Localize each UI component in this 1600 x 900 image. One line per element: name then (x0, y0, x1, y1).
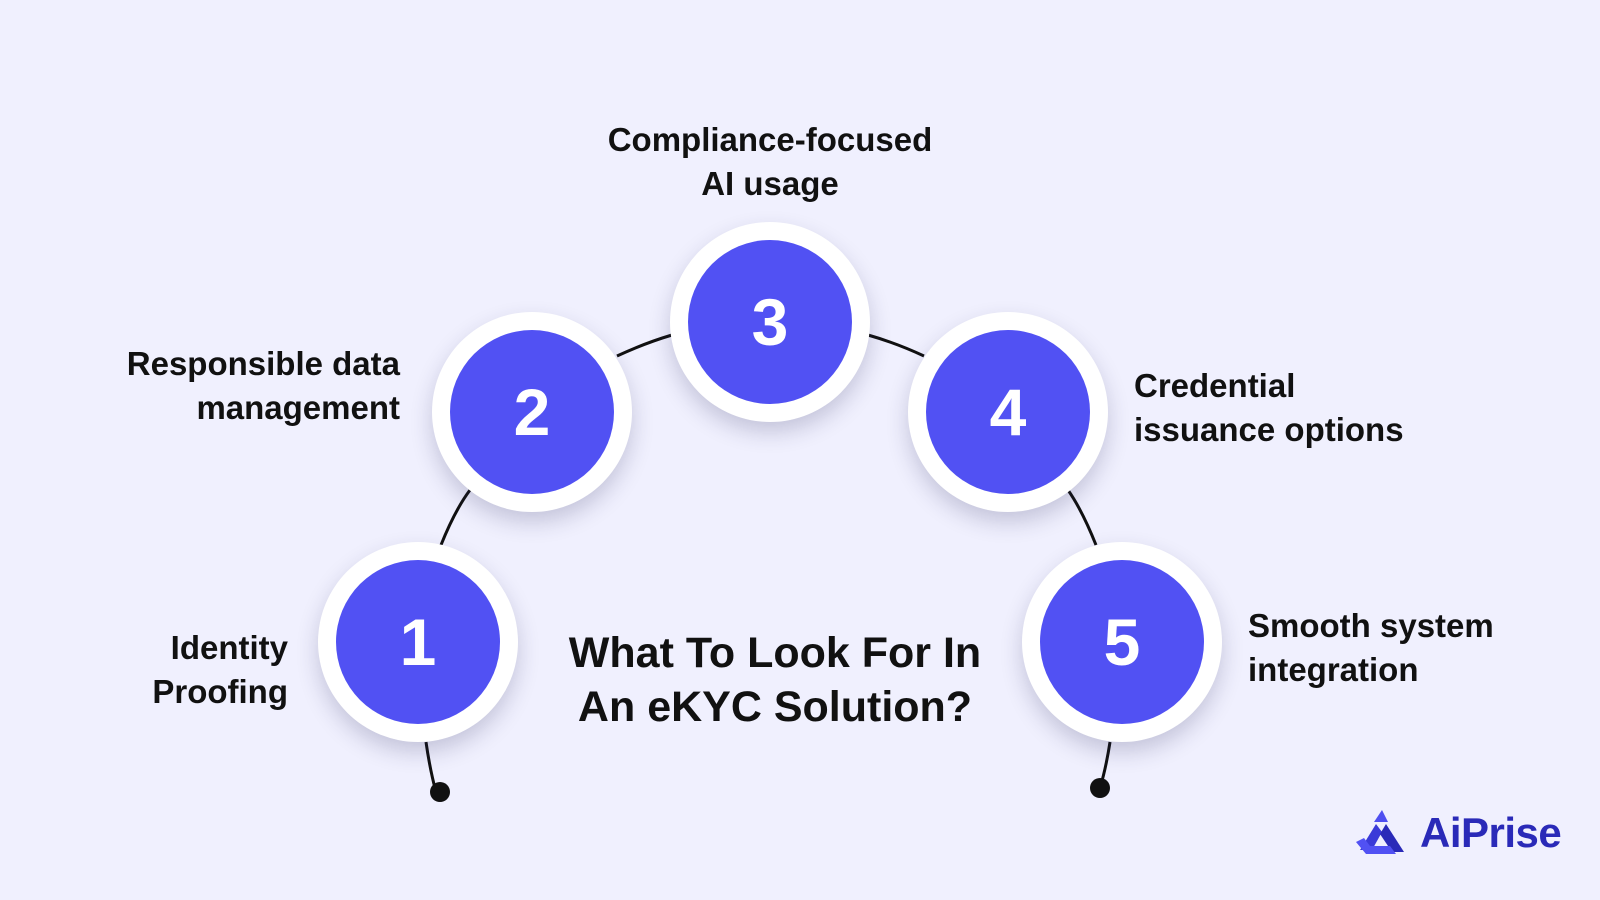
diagram-title: What To Look For In An eKYC Solution? (568, 629, 982, 731)
arc-segment-4-5 (1066, 489, 1098, 546)
step-3-number: 3 (688, 240, 852, 404)
step-5-number: 5 (1040, 560, 1204, 724)
brand-logo: AiPrise (1352, 806, 1562, 860)
arc-segment-1-2 (439, 489, 472, 546)
arc-segment-2-3 (616, 333, 673, 358)
step-4-label: Credential issuance options (1134, 367, 1404, 448)
step-1-number: 1 (336, 560, 500, 724)
step-1-circle: 1 (318, 542, 518, 742)
step-1-label: Identity Proofing (152, 629, 288, 710)
aiprise-logo-icon (1356, 810, 1404, 854)
arc-segment-3-4 (867, 333, 925, 358)
brand-name: AiPrise (1420, 809, 1562, 856)
step-3-label: Compliance-focused AI usage (607, 121, 933, 202)
step-2-circle: 2 (432, 312, 632, 512)
step-2-label: Responsible data management (126, 345, 400, 426)
step-4-number: 4 (926, 330, 1090, 494)
arc-endpoint-left (430, 782, 450, 802)
step-5-label: Smooth system integration (1248, 607, 1494, 688)
step-5-circle: 5 (1022, 542, 1222, 742)
arc-endpoint-right (1090, 778, 1110, 798)
step-2-number: 2 (450, 330, 614, 494)
step-4-circle: 4 (908, 312, 1108, 512)
step-3-circle: 3 (670, 222, 870, 422)
